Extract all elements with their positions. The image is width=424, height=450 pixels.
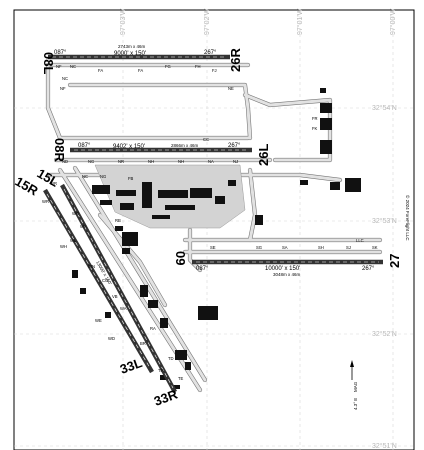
runway-08r-metric: 2866m x 46m: [171, 143, 199, 148]
taxiway-label: FJ: [212, 68, 217, 73]
runway-09-heading: 087°: [196, 266, 209, 272]
grid-label-right-2: 32°53'N: [372, 217, 397, 225]
taxiway-label: WH: [60, 244, 67, 249]
taxiway-label: FB: [128, 176, 134, 181]
grid-label-right-3: 32°52'N: [372, 330, 397, 338]
taxiway-label: WD: [108, 336, 115, 341]
taxiway-label: NH: [148, 159, 154, 164]
taxiway-label: NC: [70, 64, 76, 69]
runway-end-33l: 33L: [118, 355, 144, 377]
taxiway-label: WE: [95, 318, 102, 323]
taxiway-label: BR: [140, 341, 146, 346]
taxiway-label: CO: [102, 278, 109, 283]
taxiway-label: NA: [208, 159, 214, 164]
taxiway-label: SA: [282, 245, 288, 250]
magnetic-variation: 4.3° E: [353, 398, 358, 410]
taxiway-label: CC: [203, 137, 209, 142]
taxiway-label: WK: [80, 224, 87, 229]
taxiway-label: TE: [178, 376, 184, 381]
runway-15r-33l: [43, 188, 154, 374]
taxiway-label: FR: [312, 116, 318, 121]
taxiway-label: SK: [372, 245, 378, 250]
runway-08l-length: 9000' x 150': [114, 51, 146, 57]
copyright-text: © 2024 ForeFlight LLC: [405, 195, 411, 241]
taxiway-label: FA: [138, 68, 143, 73]
taxiway-label: FH: [195, 64, 201, 69]
taxiway-label: FG: [165, 64, 171, 69]
runway-26r-heading: 267°: [204, 50, 217, 56]
taxiway-label: WR: [50, 181, 57, 186]
taxiway-label: RB: [115, 218, 121, 223]
taxiway-label: WR: [42, 199, 49, 204]
runway-end-09: 09: [173, 251, 188, 265]
taxiway-label: NJ: [233, 159, 238, 164]
runway-08r-length: 9402' x 150': [113, 144, 145, 150]
runway-end-08r: 08R: [52, 138, 67, 162]
buildings: [72, 88, 361, 389]
north-arrow: MAG 4.3° E: [350, 360, 358, 410]
taxiway-label: NF: [56, 64, 62, 69]
taxiway-label: NG: [88, 159, 94, 164]
taxiway-label: NR: [118, 159, 124, 164]
taxiway-label: WN: [88, 264, 95, 269]
taxiway-label: NH: [178, 159, 184, 164]
north-arrow-label: MAG: [353, 381, 358, 392]
taxiway-label: SJ: [346, 245, 351, 250]
grid-label-top-4: 97°00'W: [389, 8, 397, 35]
taxiway-label: NE: [228, 86, 234, 91]
taxiway-label: NF: [60, 86, 66, 91]
runway-27-heading: 267°: [362, 266, 375, 272]
north-arrow-icon: [350, 360, 354, 367]
taxiway-label: SH: [318, 245, 324, 250]
grid-label-top-2: 97°02'W: [203, 8, 211, 35]
taxiway-label: WG: [72, 211, 79, 216]
taxiway-label: VB: [112, 294, 118, 299]
taxiway-label: WA: [120, 306, 127, 311]
taxiway-label: NC: [62, 76, 68, 81]
taxiway-label: FA: [98, 68, 103, 73]
runway-end-26l: 26L: [256, 144, 271, 166]
taxiway-label: NG: [100, 174, 106, 179]
runway-09-metric: 3048m x 46m: [273, 272, 301, 277]
grid-label-top-1: 97°03'W: [119, 8, 127, 35]
runway-end-26r: 26R: [228, 48, 243, 72]
taxiway-label: SE: [210, 245, 216, 250]
taxiway-label: WL: [70, 238, 77, 243]
taxiway-label: LLC: [356, 238, 364, 243]
runway-end-08l: 08L: [41, 52, 56, 74]
runway-09-length: 10000' x 150': [265, 266, 300, 272]
taxiway-label: ND: [62, 159, 68, 164]
taxiway-label: TD: [168, 356, 174, 361]
runway-08l-heading: 087°: [54, 50, 67, 56]
taxiway-label: FK: [312, 126, 318, 131]
runway-08r-heading: 087°: [78, 143, 91, 149]
taxiway-label: RA: [150, 326, 156, 331]
taxiway-label: NC: [82, 174, 88, 179]
taxiway-label: SG: [256, 245, 262, 250]
grid-label-top-3: 97°01'W: [296, 8, 304, 35]
runway-26l-heading: 267°: [228, 143, 241, 149]
taxiway-label: TP: [158, 368, 164, 373]
runway-end-27: 27: [387, 254, 402, 268]
grid-label-right-1: 32°54'N: [372, 104, 397, 112]
grid-label-right-4: 32°51'N: [372, 442, 397, 450]
runway-08l-metric: 2743m x 46m: [118, 44, 146, 49]
taxiway-labels: NF NC FA FA FG FH FJ NE NF NC FK FR CC N…: [42, 64, 378, 381]
runway-15l-33r: [60, 183, 177, 394]
terminal-apron: [92, 164, 246, 229]
